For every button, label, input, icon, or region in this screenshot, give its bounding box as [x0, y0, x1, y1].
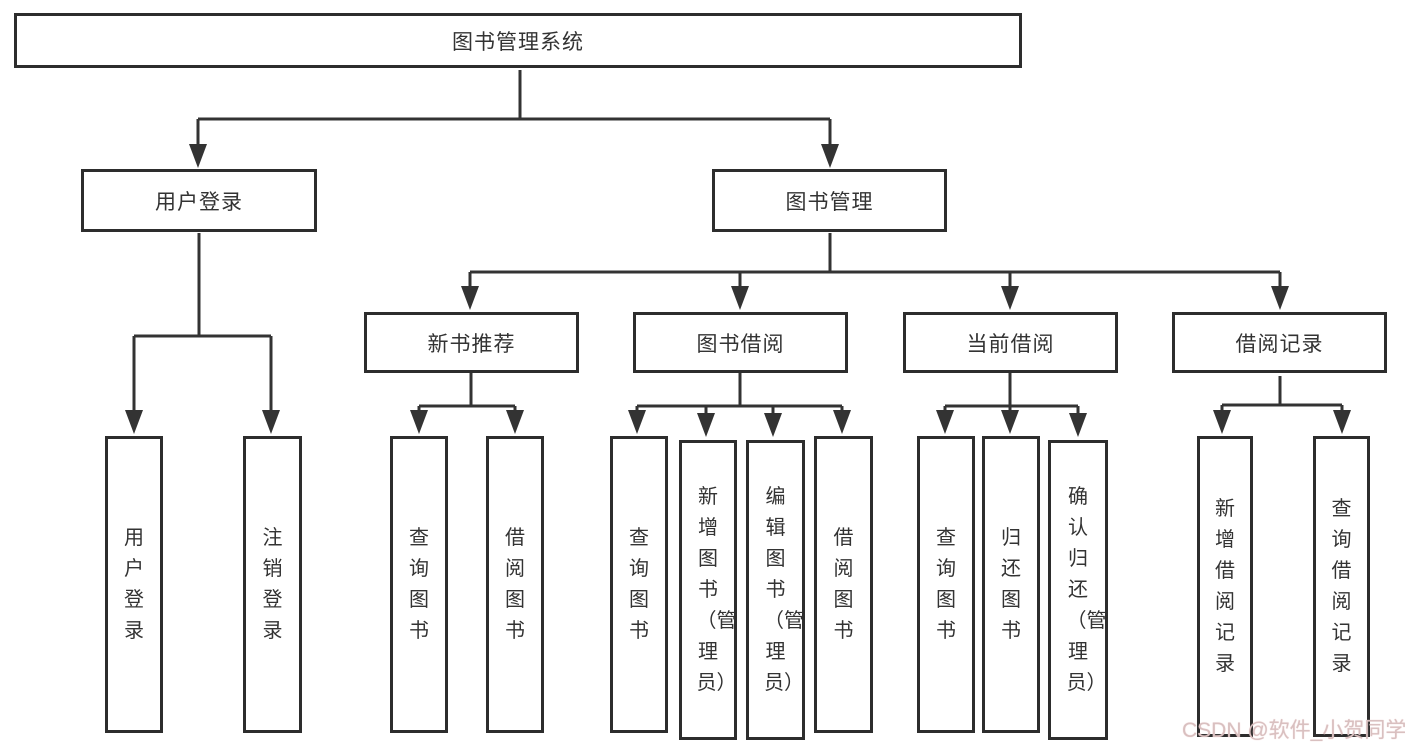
node-query-borrow-record: 查询借阅记录: [1313, 436, 1370, 737]
node-label: 归还图书: [1001, 526, 1021, 642]
node-label: 借阅图书: [505, 526, 525, 642]
node-user-login-group: 用户登录: [81, 169, 317, 232]
node-user-login: 用户登录: [105, 436, 163, 733]
node-edit-books-admin: 编辑图书（管理员）: [746, 440, 805, 740]
node-label: 查询图书: [409, 526, 429, 642]
node-label: 新增图书（管理员）: [696, 485, 737, 694]
node-new-book-recommend: 新书推荐: [364, 312, 579, 373]
node-label: 新书推荐: [427, 332, 516, 356]
node-label: 用户登录: [124, 526, 144, 642]
arrowheads: [125, 144, 1351, 437]
node-label: 用户登录: [155, 190, 243, 214]
node-book-management: 图书管理: [712, 169, 947, 232]
node-logout: 注销登录: [243, 436, 302, 733]
node-borrow-records: 借阅记录: [1172, 312, 1387, 373]
node-current-borrow: 当前借阅: [903, 312, 1118, 373]
node-confirm-return-admin: 确认归还（管理员）: [1048, 440, 1108, 740]
node-label: 借阅记录: [1235, 332, 1324, 356]
node-label: 查询图书: [629, 526, 649, 642]
node-label: 编辑图书（管理员）: [764, 485, 804, 694]
node-borrow-books-1: 借阅图书: [486, 436, 544, 733]
node-query-books-2: 查询图书: [610, 436, 668, 733]
node-label: 当前借阅: [966, 332, 1055, 356]
node-borrow-books-2: 借阅图书: [814, 436, 873, 733]
node-label: 查询图书: [936, 526, 956, 642]
node-return-books: 归还图书: [982, 436, 1040, 733]
node-label: 查询借阅记录: [1331, 497, 1352, 675]
node-add-borrow-record: 新增借阅记录: [1197, 436, 1253, 737]
node-book-borrow: 图书借阅: [633, 312, 848, 373]
node-label: 确认归还（管理员）: [1066, 485, 1107, 694]
node-label: 图书管理系统: [452, 30, 584, 54]
node-label: 注销登录: [262, 526, 283, 642]
node-label: 图书借阅: [696, 332, 785, 356]
node-label: 图书管理: [785, 190, 874, 214]
node-add-books-admin: 新增图书（管理员）: [679, 440, 737, 740]
node-label: 新增借阅记录: [1215, 497, 1235, 675]
node-query-books-3: 查询图书: [917, 436, 975, 733]
node-library-management-system: 图书管理系统: [14, 13, 1022, 68]
csdn-watermark: CSDN @软件_小贺同学: [1182, 719, 1405, 742]
node-label: 借阅图书: [833, 526, 854, 642]
node-query-books-1: 查询图书: [390, 436, 448, 733]
